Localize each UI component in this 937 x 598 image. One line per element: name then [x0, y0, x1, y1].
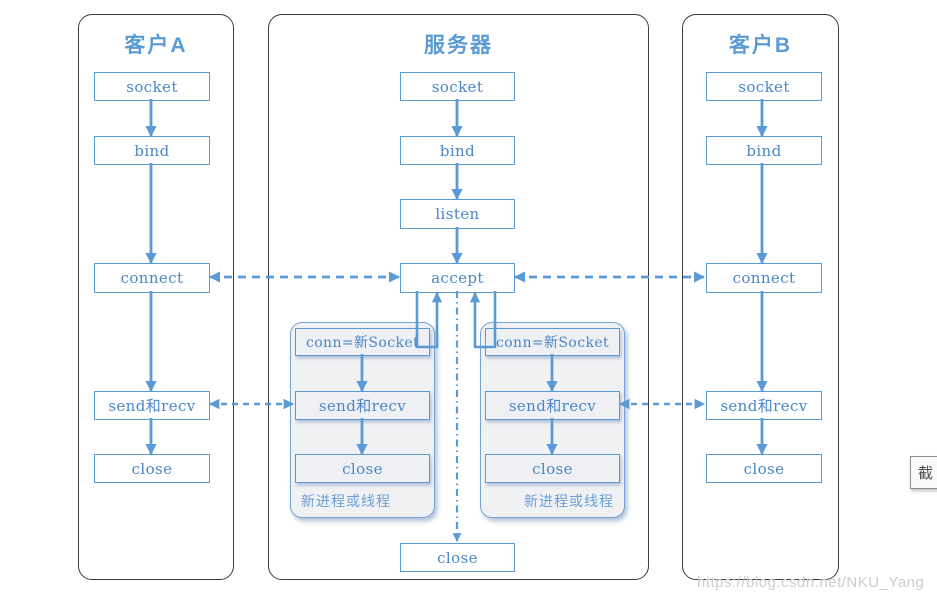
panel-client-b: 客户B — [682, 14, 839, 580]
client-a-title: 客户A — [124, 34, 188, 57]
panel-client-a: 客户A — [78, 14, 234, 580]
server-accept-box: accept — [400, 263, 515, 293]
worker-1-label: 新进程或线程 — [301, 493, 391, 509]
worker-1-conn-box: conn=新Socket — [295, 328, 430, 356]
worker-1-sendrecv-box: send和recv — [295, 391, 430, 420]
server-listen-box: listen — [400, 199, 515, 229]
server-socket-box: socket — [400, 72, 515, 101]
client-b-socket-box: socket — [706, 72, 822, 101]
worker-2-label: 新进程或线程 — [524, 493, 614, 509]
client-a-bind-box: bind — [94, 136, 210, 165]
worker-2-close-box: close — [485, 454, 620, 483]
screenshot-tool-label: 截 — [918, 465, 934, 482]
client-b-close-box: close — [706, 454, 822, 483]
client-a-close-box: close — [94, 454, 210, 483]
client-a-connect-box: connect — [94, 263, 210, 293]
client-b-bind-box: bind — [706, 136, 822, 165]
watermark-url: https://blog.csdn.net/NKU_Yang — [697, 574, 925, 591]
server-title: 服务器 — [424, 34, 493, 57]
worker-2-sendrecv-box: send和recv — [485, 391, 620, 420]
server-bind-box: bind — [400, 136, 515, 165]
client-b-title: 客户B — [728, 34, 793, 57]
client-a-sendrecv-box: send和recv — [94, 391, 210, 420]
client-b-sendrecv-box: send和recv — [706, 391, 822, 420]
server-close-box: close — [400, 543, 515, 572]
worker-2-conn-box: conn=新Socket — [485, 328, 620, 356]
screenshot-tool-button[interactable]: 截 — [910, 456, 937, 489]
client-a-socket-box: socket — [94, 72, 210, 101]
worker-1-close-box: close — [295, 454, 430, 483]
client-b-connect-box: connect — [706, 263, 822, 293]
